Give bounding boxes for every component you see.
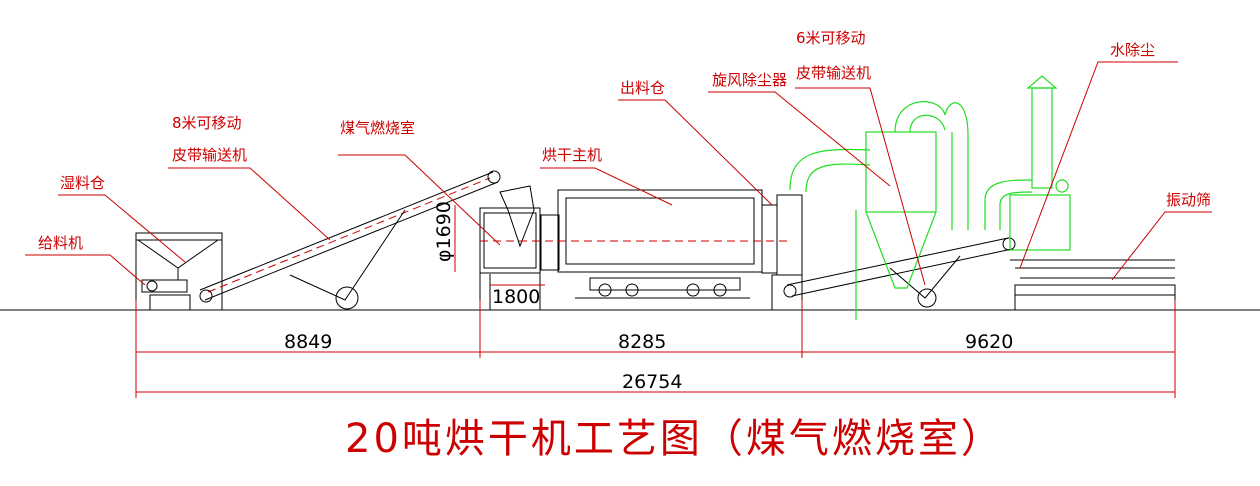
cyclone-drawing (789, 101, 969, 320)
dryer-drawing (480, 189, 790, 299)
dimension-segment-1: 8849 (284, 331, 332, 353)
label-water-dust-collector: 水除尘 (1110, 41, 1155, 59)
dimension-segment-2: 8285 (618, 331, 666, 353)
label-gas-combustion-chamber: 煤气燃烧室 (340, 119, 415, 137)
label-cyclone: 旋风除尘器 (712, 71, 787, 89)
label-conveyor-8m-line1: 8米可移动 (172, 114, 242, 132)
wet-bin-drawing (135, 232, 223, 311)
label-dryer-main: 烘干主机 (542, 146, 602, 164)
label-conveyor-6m-line2: 皮带输送机 (796, 64, 871, 82)
discharge-bin-drawing (771, 194, 803, 311)
label-conveyor-8m-line2: 皮带输送机 (172, 146, 247, 164)
dimension-total: 26754 (622, 371, 682, 393)
dimension-1800: 1800 (492, 286, 540, 308)
label-vibrating-screen: 振动筛 (1166, 191, 1211, 209)
leader-lines (25, 61, 1212, 286)
dimension-segment-3: 9620 (965, 331, 1013, 353)
dimension-diameter: φ1690 (433, 201, 455, 262)
label-feeder: 给料机 (38, 234, 83, 252)
vibrating-screen-drawing (1010, 259, 1176, 310)
water-dust-collector-drawing (984, 75, 1071, 251)
label-wet-bin: 湿料仓 (60, 174, 105, 192)
diagram-title: 20吨烘干机工艺图（煤气燃烧室） (345, 416, 1004, 462)
label-discharge-bin: 出料仓 (620, 79, 665, 97)
dimension-lines (135, 284, 1176, 398)
conveyor-6m-drawing (783, 237, 1016, 308)
label-conveyor-6m-line1: 6米可移动 (796, 29, 866, 47)
